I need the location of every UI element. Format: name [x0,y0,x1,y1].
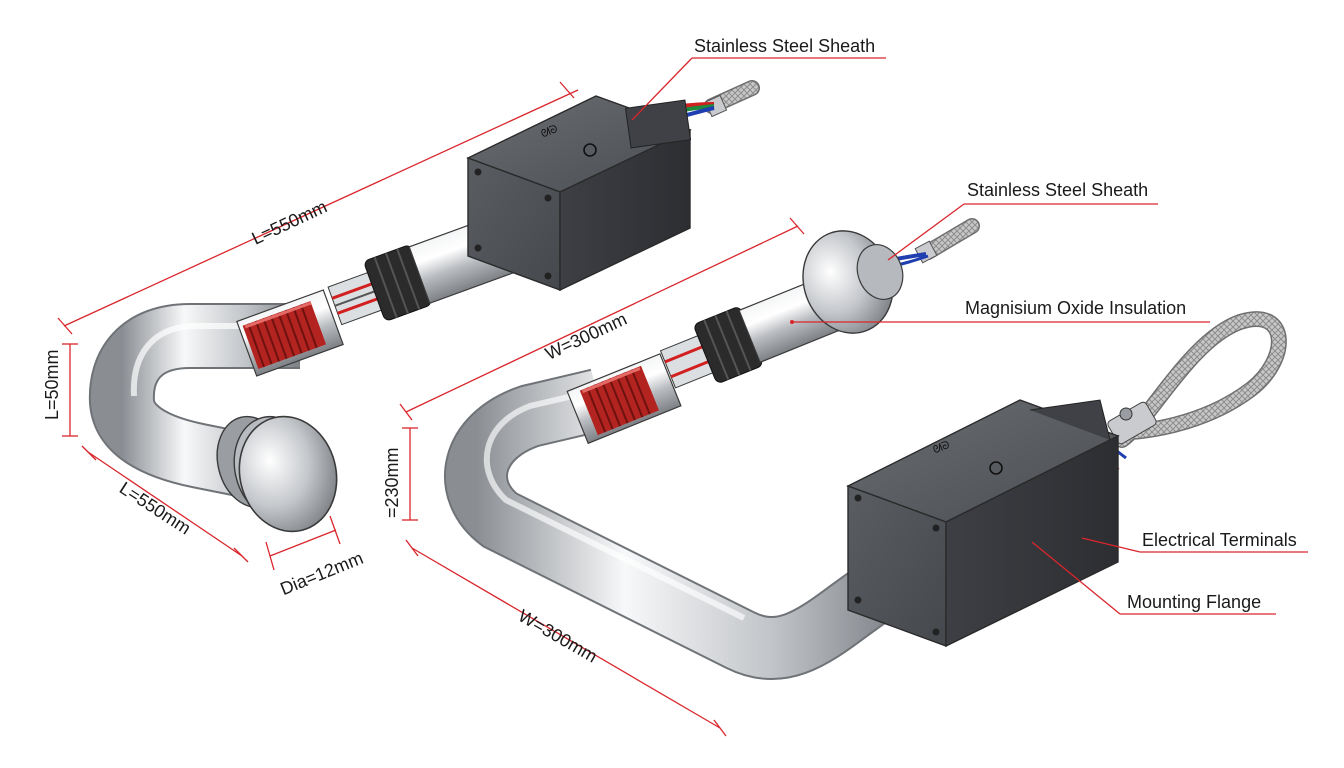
callout-flange: Mounting Flange [1031,541,1276,615]
right-heater: ᘛᘐ [444,218,1287,680]
dim-right-width-bottom-label: W=300mm [515,605,601,666]
right-braided-lead-top [879,218,980,270]
dim-right-height-label: =230mm [382,447,402,518]
dim-left-height: L=50mm [42,343,78,437]
callout-sheath-top: Stainless Steel Sheath [631,36,886,121]
left-housing-symbol [583,143,597,157]
callout-terminals: Electrical Terminals [1081,530,1308,553]
left-elbow-tube [88,303,300,499]
right-u-tube [444,368,919,680]
callout-terminals-label: Electrical Terminals [1142,530,1297,550]
dim-left-length-bottom-label: L=550mm [116,478,194,539]
left-coil [236,289,344,377]
callouts: Stainless Steel Sheath Stainless Steel S… [631,36,1308,615]
callout-insulation: Magnisium Oxide Insulation [790,298,1210,324]
dim-left-length-top-label: L=550mm [249,196,330,248]
right-housing-symbol [989,461,1003,475]
right-housing: ᘛᘐ [846,399,1120,648]
callout-insulation-label: Magnisium Oxide Insulation [965,298,1186,318]
left-housing: ᘛᘐ [466,95,692,292]
dim-right-height: =230mm [382,427,418,521]
callout-sheath-mid: Stainless Steel Sheath [887,180,1158,261]
callout-sheath-mid-label: Stainless Steel Sheath [967,180,1148,200]
dim-left-height-label: L=50mm [42,349,62,420]
right-braided-loop [1088,311,1287,472]
left-heater: ᘛᘐ [88,80,760,533]
callout-sheath-top-label: Stainless Steel Sheath [694,36,875,56]
callout-flange-label: Mounting Flange [1127,592,1261,612]
left-braided-lead [704,80,760,118]
dim-right-width-top-label: W=300mm [542,309,630,364]
right-insulation-section [659,230,904,389]
right-coil [566,353,682,445]
left-end-cap [216,415,338,533]
dim-diameter-label: Dia=12mm [277,548,366,599]
